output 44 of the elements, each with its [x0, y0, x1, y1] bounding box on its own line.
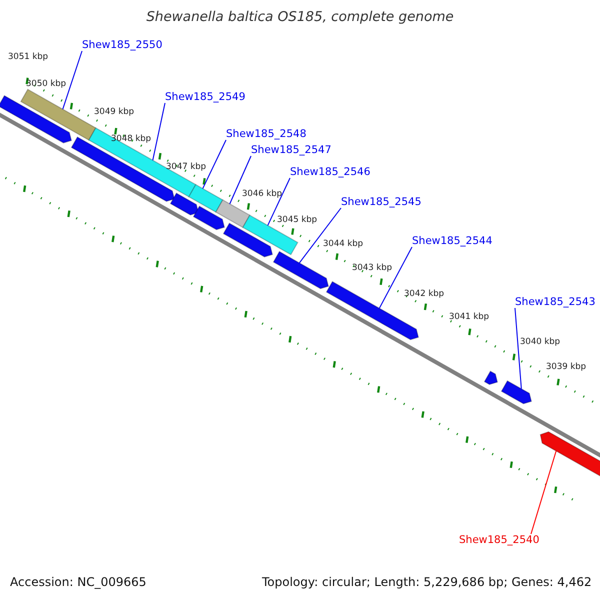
footer-text: Topology: circular; Length: 5,229,686 bp; Genes: 4,462 — [262, 576, 592, 588]
diagram-title: Shewanella baltica OS185, complete genome — [145, 11, 455, 24]
gene-label: Shew185_2548 — [226, 129, 306, 140]
scale-label: 3040 kbp — [520, 338, 560, 346]
gene-label: Shew185_2549 — [165, 92, 246, 102]
gene-feature — [500, 380, 532, 404]
leader-line — [530, 450, 557, 534]
gene-feature — [192, 206, 226, 230]
footer-text: Accession: NC_009665 — [10, 576, 146, 588]
gene-label: Shew185_2543 — [515, 297, 596, 308]
gene-label: Shew185_2547 — [251, 145, 332, 156]
leader-line — [62, 50, 82, 110]
gene-feature — [0, 94, 72, 144]
scale-label: 3039 kbp — [546, 363, 586, 372]
leader-line — [152, 102, 166, 161]
gene-label: Shew185_2540 — [459, 535, 540, 546]
gene-label: Shew185_2546 — [290, 167, 370, 178]
scale-label: 3046 kbp — [242, 190, 282, 198]
scale-label: 3051 kbp — [8, 53, 48, 62]
gene-label: Shew185_2550 — [82, 40, 162, 50]
leader-line — [378, 246, 412, 309]
scale-label: 3047 kbp — [166, 163, 206, 172]
gene-label: Shew185_2544 — [412, 236, 492, 246]
scale-label: 3042 kbp — [404, 290, 444, 298]
gene-feature — [215, 199, 250, 228]
gene-feature — [242, 214, 298, 256]
gene-feature — [170, 192, 200, 216]
scale-label: 3043 kbp — [352, 264, 392, 272]
gene-feature — [222, 222, 274, 258]
gene-feature — [188, 184, 224, 213]
leader-line — [267, 178, 290, 226]
scale-label: 3044 kbp — [323, 240, 364, 248]
leader-line — [298, 208, 342, 264]
leader-line — [514, 308, 522, 390]
scale-label: 3045 kbp — [277, 216, 318, 224]
gene-feature — [272, 250, 330, 290]
leader-line — [202, 140, 226, 190]
gene-label: Shew185_2545 — [341, 197, 422, 208]
gene-feature — [484, 370, 498, 386]
gene-feature — [20, 88, 96, 141]
leader-line — [229, 156, 252, 204]
gene-feature — [540, 431, 600, 478]
scale-label: 3049 kbp — [94, 108, 134, 116]
scale-label: 3041 kbp — [449, 313, 490, 322]
